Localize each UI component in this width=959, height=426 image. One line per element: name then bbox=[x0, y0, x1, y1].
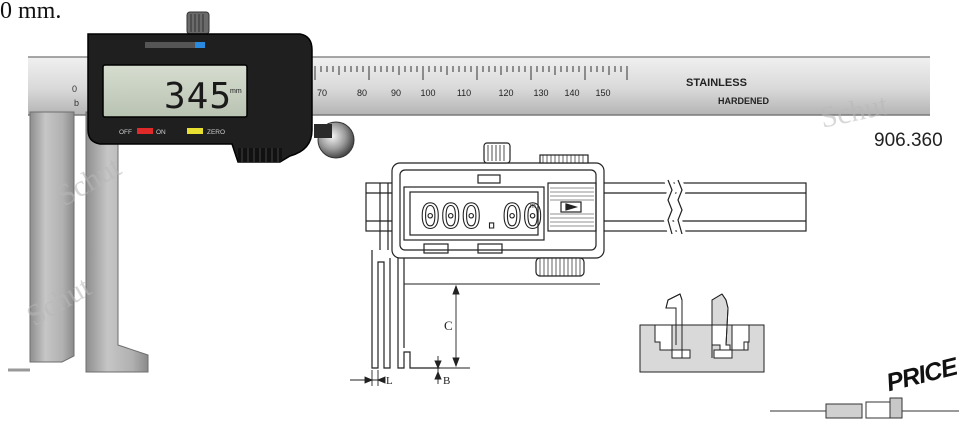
drawing-lcd-unit: m bbox=[530, 203, 536, 210]
scale-number: 90 bbox=[391, 88, 401, 98]
scale-number: 100 bbox=[420, 88, 435, 98]
product-code: 906.360 bbox=[874, 130, 943, 151]
off-on-button[interactable] bbox=[137, 128, 153, 134]
stainless-label: STAINLESS bbox=[686, 77, 747, 89]
drawing-jaws bbox=[371, 250, 391, 369]
fixed-jaw bbox=[29, 111, 75, 363]
dimension-l-label: L bbox=[386, 375, 393, 387]
header-text: 0 mm. bbox=[0, 0, 62, 24]
scale-number: 110 bbox=[457, 88, 471, 98]
scale-number: 150 bbox=[595, 88, 610, 98]
dimension-c-label: C bbox=[444, 318, 453, 333]
scale-number: 70 bbox=[317, 88, 327, 98]
photo-lcd-unit: mm bbox=[230, 88, 242, 95]
groove-application-icon bbox=[639, 293, 765, 373]
scale-ticks bbox=[314, 66, 628, 80]
photo-lcd-value: 345 bbox=[164, 76, 232, 117]
drawing-lcd-value: 000.00 bbox=[420, 197, 543, 237]
zero-button[interactable] bbox=[187, 128, 203, 134]
hardened-label: HARDENED bbox=[718, 96, 770, 106]
price-logo-graphic bbox=[770, 397, 959, 419]
scale-number: 130 bbox=[533, 88, 548, 98]
photo-lcd bbox=[102, 64, 248, 118]
dimension-b-label: B bbox=[443, 375, 450, 387]
brand-strip bbox=[145, 42, 205, 48]
zero-label: ZERO bbox=[207, 129, 225, 136]
on-label: ON bbox=[156, 129, 166, 136]
off-label: OFF bbox=[119, 129, 132, 136]
scale-number: 80 bbox=[357, 88, 367, 98]
scale-number: 120 bbox=[498, 88, 513, 98]
drawing-lcd bbox=[403, 186, 545, 241]
svg-text:0: 0 bbox=[72, 84, 77, 94]
svg-text:b: b bbox=[74, 98, 79, 108]
scale-number: 140 bbox=[564, 88, 579, 98]
